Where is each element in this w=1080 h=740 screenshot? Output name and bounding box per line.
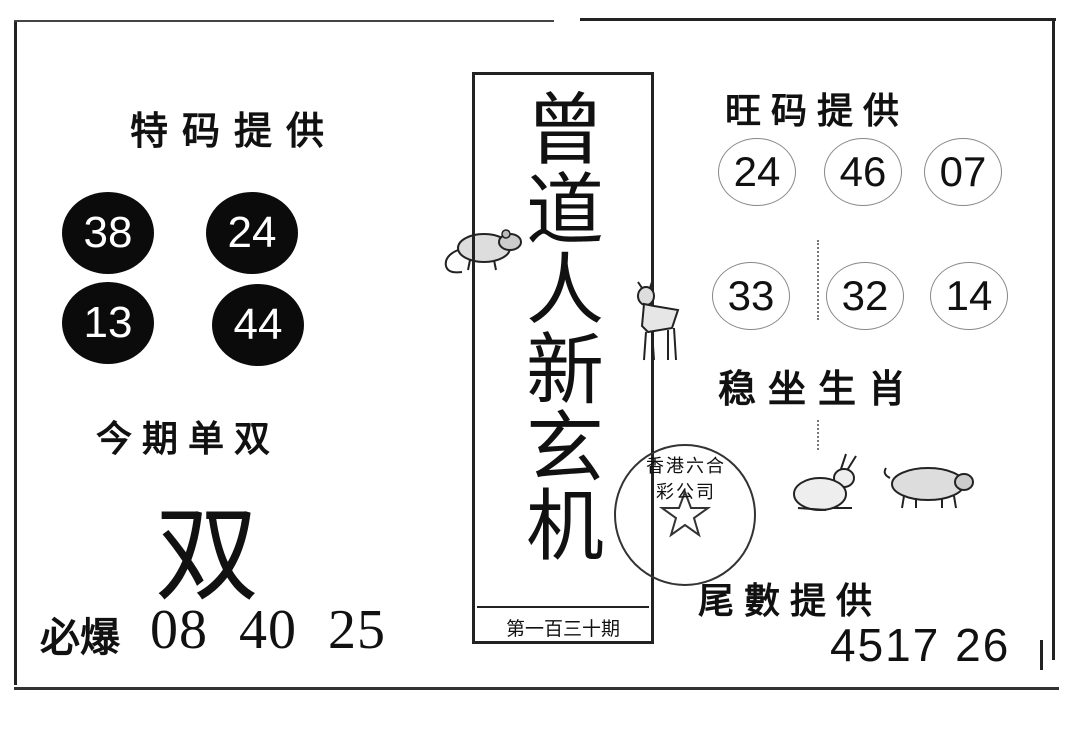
- bibao-number-2: 40: [239, 599, 297, 661]
- wenzuo-heading: 稳坐生肖: [718, 366, 919, 411]
- frame-bottom-right-tick: [1040, 640, 1043, 670]
- tema-ball-1: 38: [62, 192, 154, 274]
- title-char-5: 玄: [525, 404, 604, 494]
- weishu-numbers: 4517 26: [830, 619, 1011, 671]
- wangma-number-5: 32: [826, 262, 904, 330]
- frame-right-border: [1052, 20, 1055, 660]
- frame-left-border: [14, 20, 17, 685]
- bibao-label: 必爆: [40, 614, 120, 661]
- wangma-number-2: 46: [824, 138, 902, 206]
- rabbit-icon: [793, 453, 857, 511]
- tema-ball-3: 13: [62, 282, 154, 364]
- bibao-numbers: 08 40 25: [150, 598, 402, 662]
- danshuang-heading: 今期单双: [96, 418, 281, 460]
- title-box: [472, 72, 654, 644]
- wangma-number-1: 24: [718, 138, 796, 206]
- title-char-3: 人: [525, 246, 604, 336]
- bibao-number-3: 25: [328, 599, 386, 661]
- divider-dotted-2: [817, 420, 819, 450]
- frame-top-border-right: [580, 18, 1056, 21]
- tema-ball-4: 44: [212, 284, 304, 366]
- title-char-4: 新: [525, 326, 604, 416]
- tema-heading: 特码提供: [130, 108, 339, 153]
- divider-dotted-1: [817, 240, 819, 320]
- tema-ball-2: 24: [206, 192, 298, 274]
- rat-icon: [444, 229, 522, 274]
- seal-text: 香港六合彩公司: [646, 456, 726, 503]
- goat-icon: [637, 281, 680, 361]
- bibao-number-1: 08: [150, 599, 208, 661]
- title-char-2: 道: [525, 166, 604, 256]
- weishu-heading: 尾數提供: [698, 580, 883, 622]
- title-char-6: 机: [525, 482, 604, 572]
- period-label: 第一百三十期: [477, 606, 649, 641]
- frame-bottom-border: [14, 687, 1059, 690]
- wangma-heading: 旺码提供: [725, 90, 910, 132]
- danshuang-value: 双: [155, 494, 260, 616]
- pig-icon: [883, 467, 974, 509]
- title-char-1: 曾: [525, 86, 604, 176]
- company-seal: [614, 444, 756, 586]
- wangma-number-3: 07: [924, 138, 1002, 206]
- frame-top-border: [14, 20, 554, 22]
- wangma-number-6: 14: [930, 262, 1008, 330]
- wangma-number-4: 33: [712, 262, 790, 330]
